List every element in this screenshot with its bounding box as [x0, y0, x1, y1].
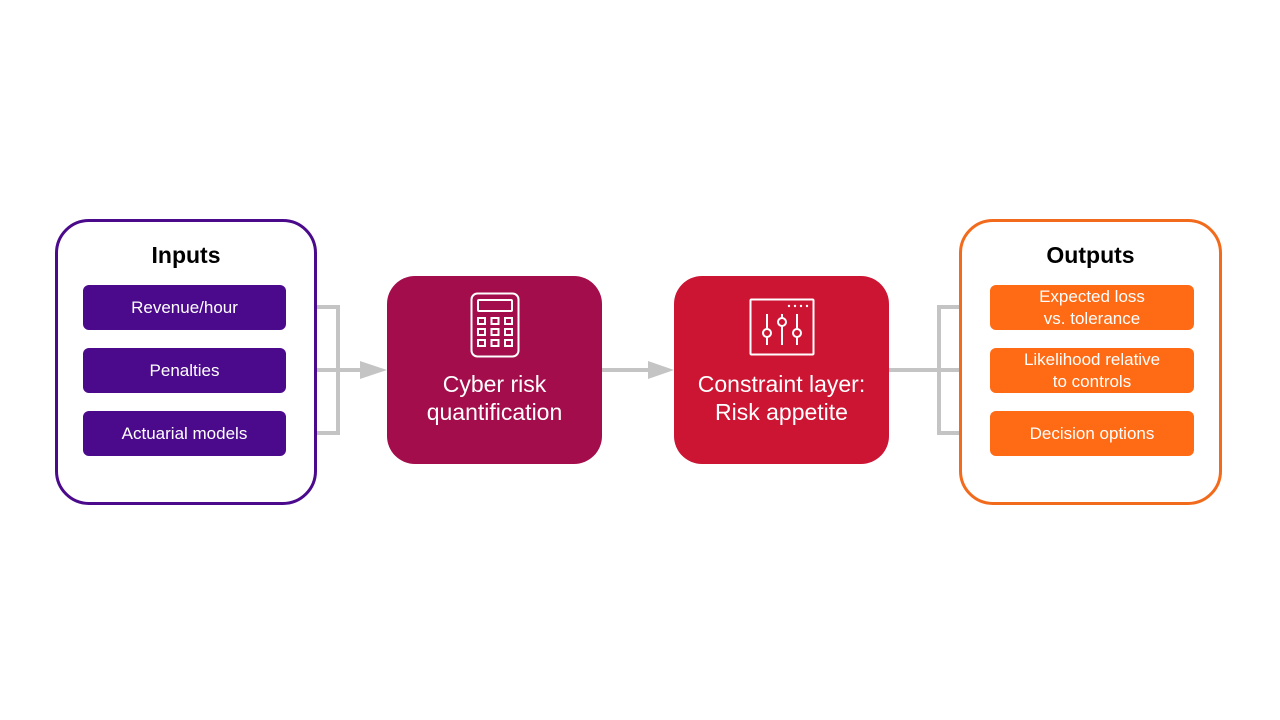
- sliders-icon: [749, 298, 814, 356]
- arrowhead-to-crq: [360, 361, 387, 379]
- stage-cyber-risk-quantification: Cyber risk quantification: [387, 276, 602, 464]
- input-revenue-per-hour: Revenue/hour: [83, 285, 286, 330]
- input-penalties: Penalties: [83, 348, 286, 393]
- input-actuarial-models: Actuarial models: [83, 411, 286, 456]
- inputs-title: Inputs: [151, 242, 221, 268]
- calculator-icon: [470, 292, 519, 358]
- stage-label-crq: Cyber risk quantification: [426, 371, 563, 425]
- output-likelihood: Likelihood relative to controls: [990, 348, 1194, 393]
- stage-constraint-layer: Constraint layer: Risk appetite: [674, 276, 889, 464]
- arrowhead-to-constraint: [648, 361, 674, 379]
- connector-output-1: [937, 305, 965, 370]
- output-expected-loss: Expected loss vs. tolerance: [990, 285, 1194, 330]
- output-decision-options: Decision options: [990, 411, 1194, 456]
- stage-label-constraint: Constraint layer: Risk appetite: [697, 371, 866, 425]
- outputs-title: Outputs: [1046, 242, 1135, 268]
- connector-output-3: [937, 370, 965, 435]
